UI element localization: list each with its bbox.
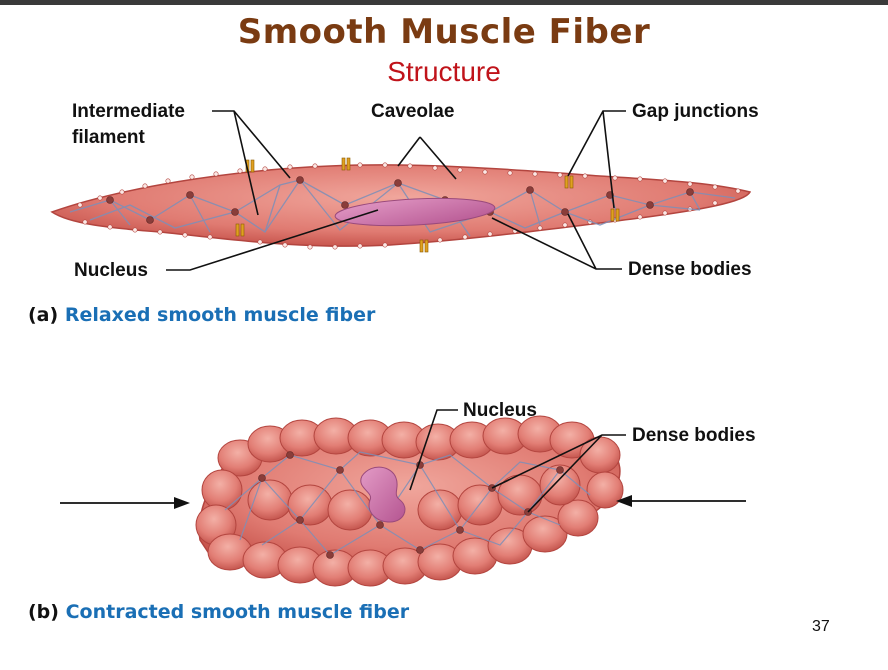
label-nucleus-b: Nucleus xyxy=(463,400,537,421)
compression-arrows xyxy=(60,495,746,509)
gap-junctions xyxy=(235,157,620,253)
caption-a-letter: (a) xyxy=(28,304,59,326)
relaxed-fiber xyxy=(50,157,752,253)
label-dense-bodies-a: Dense bodies xyxy=(628,259,752,280)
right-arrow-head xyxy=(616,495,632,507)
dense-bodies-leader-b xyxy=(491,434,626,513)
label-gap-junctions: Gap junctions xyxy=(632,101,759,122)
nucleus-a xyxy=(334,197,496,227)
slide-subtitle: Structure xyxy=(387,56,501,87)
leader-lines-b xyxy=(409,409,626,513)
nucleus-leader-b xyxy=(409,409,458,491)
nucleus-leader-a xyxy=(166,209,379,271)
contracted-fiber xyxy=(195,415,624,587)
label-nucleus-a: Nucleus xyxy=(74,260,148,281)
caption-b-letter: (b) xyxy=(28,601,59,623)
intermediate-filament-leader xyxy=(212,110,291,216)
label-caveolae: Caveolae xyxy=(371,101,455,122)
caption-b: (b) Contracted smooth muscle fiber xyxy=(28,601,409,623)
caption-b-text: Contracted smooth muscle fiber xyxy=(65,601,410,623)
top-border xyxy=(0,0,888,5)
label-dense-bodies-b: Dense bodies xyxy=(632,425,756,446)
nucleus-b xyxy=(360,466,406,523)
gap-junctions-leader xyxy=(567,110,626,209)
label-intermediate-filament-line2: filament xyxy=(72,127,145,148)
caption-a-text: Relaxed smooth muscle fiber xyxy=(64,304,376,326)
caption-a: (a) Relaxed smooth muscle fiber xyxy=(28,304,375,326)
caveolae-leader xyxy=(397,136,457,180)
label-intermediate-filament-line1: Intermediate xyxy=(72,101,185,122)
leader-lines-a xyxy=(166,110,626,271)
page-number: 37 xyxy=(812,618,830,635)
dense-bodies-leader-a xyxy=(491,213,622,270)
left-arrow-head xyxy=(174,497,190,509)
contracted-bumps xyxy=(195,415,624,587)
slide-title: Smooth Muscle Fiber xyxy=(237,12,651,52)
